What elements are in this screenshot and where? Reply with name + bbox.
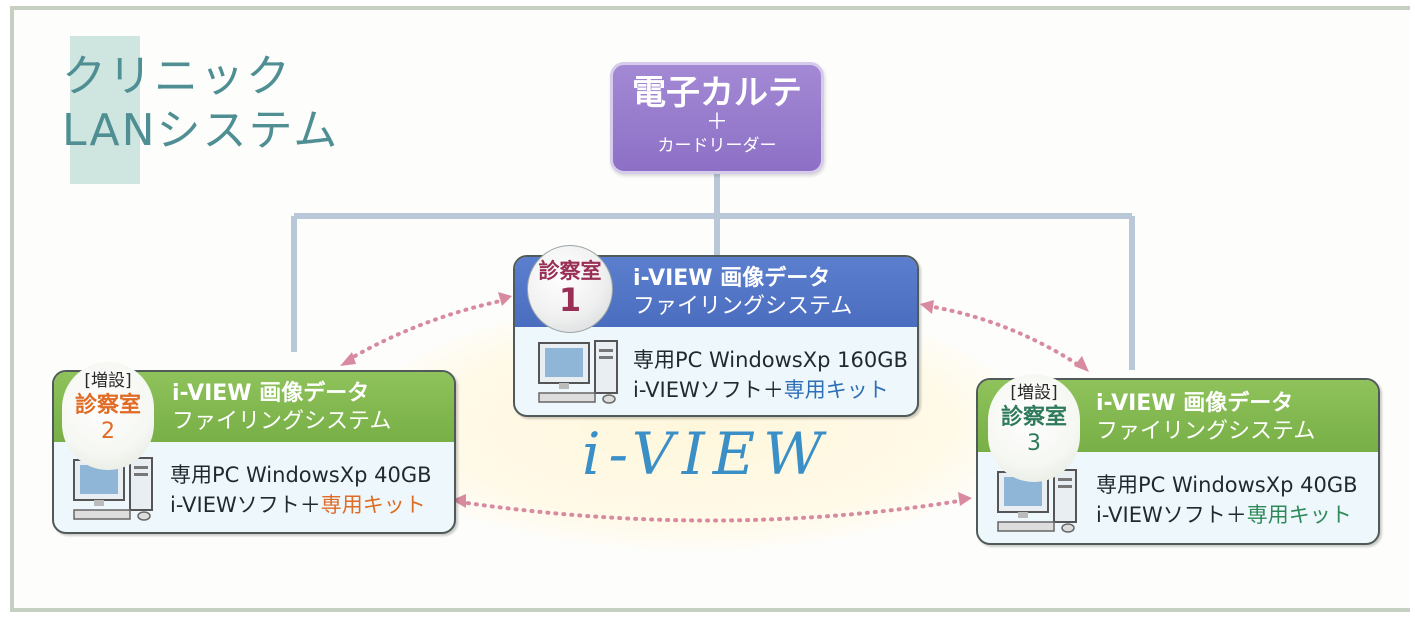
arrowhead-room3-top	[1074, 356, 1089, 372]
room1-spec: 専用PC WindowsXp 160GB i-VIEWソフト＋専用キット	[633, 345, 908, 405]
room3-badge-tag: [増設]	[1010, 383, 1058, 403]
room1-badge-label: 診察室	[538, 259, 602, 283]
room3-pc-spec: 専用PC WindowsXp 40GB	[1096, 473, 1358, 497]
room1-software: i-VIEWソフト＋	[633, 378, 784, 402]
dotted-link-room1-room2	[346, 298, 507, 362]
room2-badge-label: 診察室	[74, 393, 141, 418]
room3-badge-label: 診察室	[1000, 405, 1067, 430]
title-accent-block	[70, 36, 140, 184]
arrowhead-room1-left	[498, 292, 512, 306]
room1-system-subtitle: ファイリングシステム	[633, 294, 853, 319]
room1-kit: 専用キット	[783, 378, 889, 402]
room1-pc-spec: 専用PC WindowsXp 160GB	[633, 348, 908, 372]
room3-system-name: i-VIEW 画像データ	[1096, 391, 1294, 416]
room1-badge: 診察室 1	[527, 245, 613, 333]
room2-system-subtitle: ファイリングシステム	[172, 409, 392, 434]
diagram-title: クリニック LANシステム	[62, 50, 339, 158]
iview-logo: i-VIEW	[582, 420, 831, 488]
room2-pc-spec: 専用PC WindowsXp 40GB	[170, 463, 432, 487]
arrowhead-room3-bottom	[958, 492, 972, 506]
arrowhead-room2-bottom	[452, 494, 466, 508]
room2-software: i-VIEWソフト＋	[170, 493, 321, 517]
dotted-link-room2-room3	[458, 498, 967, 523]
title-line-1: クリニック	[62, 51, 292, 102]
room2-kit: 専用キット	[320, 493, 426, 517]
card-reader-label: カードリーダー	[657, 136, 777, 156]
arrowhead-room1-right	[920, 300, 934, 314]
ehr-plus-sign: ＋	[705, 110, 728, 135]
room2-badge-tag: [増設]	[84, 371, 132, 391]
ehr-label: 電子カルテ	[632, 73, 802, 113]
room3-badge: [増設] 診察室 3	[988, 374, 1080, 482]
room1-system-name: i-VIEW 画像データ	[633, 266, 831, 291]
room2-spec: 専用PC WindowsXp 40GB i-VIEWソフト＋専用キット	[170, 460, 432, 520]
room2-badge: [増設] 診察室 2	[62, 362, 154, 470]
arrowhead-room2-top	[340, 352, 356, 366]
dotted-link-room1-room3	[926, 304, 1082, 368]
title-line-2: LANシステム	[62, 105, 340, 156]
room3-system-subtitle: ファイリングシステム	[1096, 419, 1316, 444]
room3-spec: 専用PC WindowsXp 40GB i-VIEWソフト＋専用キット	[1096, 470, 1358, 530]
desktop-pc-icon	[538, 340, 618, 404]
room2-badge-number: 2	[101, 419, 115, 444]
room3-kit: 専用キット	[1246, 503, 1352, 527]
room1-badge-number: 1	[558, 281, 582, 319]
desktop-pc-icon	[73, 457, 153, 521]
room3-badge-number: 3	[1027, 431, 1041, 456]
room2-system-name: i-VIEW 画像データ	[172, 381, 370, 406]
ehr-card-reader-node: 電子カルテ ＋ カードリーダー	[610, 62, 824, 174]
room3-software: i-VIEWソフト＋	[1096, 503, 1247, 527]
